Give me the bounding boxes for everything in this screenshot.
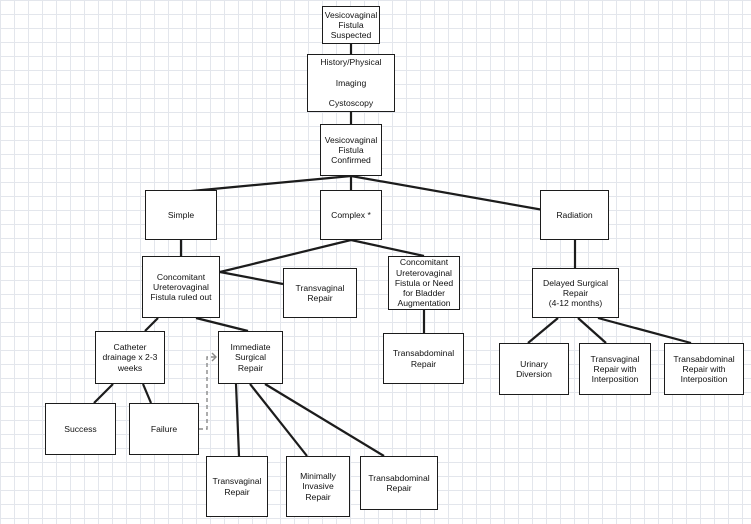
node-success-label: Success [64, 423, 97, 434]
edge-immediate-minimally-invasive [249, 383, 308, 457]
edge-immediate-transvaginal [234, 383, 241, 457]
node-transabdominal-interposition-label: Transabdominal Repair with Interposition [673, 353, 735, 385]
node-minimally-invasive-repair-label: Minimally Invasive Repair [300, 471, 336, 502]
node-workup-label: History/Physical Imaging Cystoscopy [320, 57, 382, 109]
node-immediate-repair-label: Immediate Surgical Repair [230, 342, 271, 373]
node-delayed-repair: Delayed Surgical Repair (4-12 months) [532, 268, 619, 318]
node-immediate-repair: Immediate Surgical Repair [218, 331, 283, 384]
edge-complex-uvf-ruled-out [219, 238, 352, 274]
node-transabdominal-repair-b-label: Transabdominal Repair [368, 472, 430, 493]
edge-failure-immediate-dashed [199, 356, 216, 430]
dashed-arrowhead [211, 352, 217, 362]
node-failure-label: Failure [150, 423, 178, 434]
node-radiation-label: Radiation [556, 209, 593, 220]
edge-uvf-immediate [195, 316, 249, 333]
edge-immediate-transabdominal [264, 383, 385, 457]
node-transvaginal-repair-a: Transvaginal Repair [283, 268, 357, 318]
node-uvf-or-augmentation-label: Concomitant Ureterovaginal Fistula or Ne… [394, 257, 454, 309]
node-fistula-suspected: Vesicovaginal Fistula Suspected [322, 6, 380, 44]
edge-delayed-transvaginal-interposition [577, 317, 607, 344]
node-minimally-invasive-repair: Minimally Invasive Repair [286, 456, 350, 517]
node-uvf-ruled-out: Concomitant Ureterovaginal Fistula ruled… [142, 256, 220, 318]
node-fistula-confirmed: Vesicovaginal Fistula Confirmed [320, 124, 382, 176]
node-catheter-drainage-label: Catheter drainage x 2-3 weeks [102, 342, 158, 373]
node-transvaginal-repair-b-label: Transvaginal Repair [212, 476, 262, 497]
edge-catheter-success [93, 383, 114, 404]
node-delayed-repair-label: Delayed Surgical Repair (4-12 months) [543, 277, 608, 309]
node-transabdominal-repair-a-label: Transabdominal Repair [392, 348, 455, 369]
node-transvaginal-repair-b: Transvaginal Repair [206, 456, 268, 517]
node-simple-label: Simple [167, 209, 195, 220]
node-fistula-confirmed-label: Vesicovaginal Fistula Confirmed [324, 134, 378, 166]
node-transvaginal-interposition: Transvaginal Repair with Interposition [579, 343, 651, 395]
edge-uvf-catheter [144, 317, 159, 332]
node-complex-label: Complex * [331, 209, 371, 220]
node-radiation: Radiation [540, 190, 609, 240]
node-urinary-diversion: Urinary Diversion [499, 343, 569, 395]
edge-delayed-urinary [527, 317, 559, 344]
node-transabdominal-interposition: Transabdominal Repair with Interposition [664, 343, 744, 395]
node-transabdominal-repair-a: Transabdominal Repair [383, 333, 464, 384]
edge-delayed-transabdominal-interposition [597, 316, 692, 345]
node-simple: Simple [145, 190, 217, 240]
node-failure: Failure [129, 403, 199, 455]
edge-complex-uvf-augmentation [350, 238, 425, 258]
node-transvaginal-interposition-label: Transvaginal Repair with Interposition [590, 353, 640, 385]
node-catheter-drainage: Catheter drainage x 2-3 weeks [95, 331, 165, 384]
node-success: Success [45, 403, 116, 455]
node-complex: Complex * [320, 190, 382, 240]
node-fistula-suspected-label: Vesicovaginal Fistula Suspected [324, 9, 378, 41]
edge-confirmed-simple [180, 174, 352, 194]
node-urinary-diversion-label: Urinary Diversion [516, 358, 552, 379]
node-uvf-or-augmentation: Concomitant Ureterovaginal Fistula or Ne… [388, 256, 460, 310]
edge-catheter-failure [141, 383, 153, 404]
node-uvf-ruled-out-label: Concomitant Ureterovaginal Fistula ruled… [150, 271, 212, 303]
node-transabdominal-repair-b: Transabdominal Repair [360, 456, 438, 510]
edge-uvf-ruled-out-transvaginal [219, 270, 284, 286]
node-workup: History/Physical Imaging Cystoscopy [307, 54, 395, 112]
edge-confirmed-radiation [350, 174, 567, 216]
node-transvaginal-repair-a-label: Transvaginal Repair [295, 282, 345, 303]
